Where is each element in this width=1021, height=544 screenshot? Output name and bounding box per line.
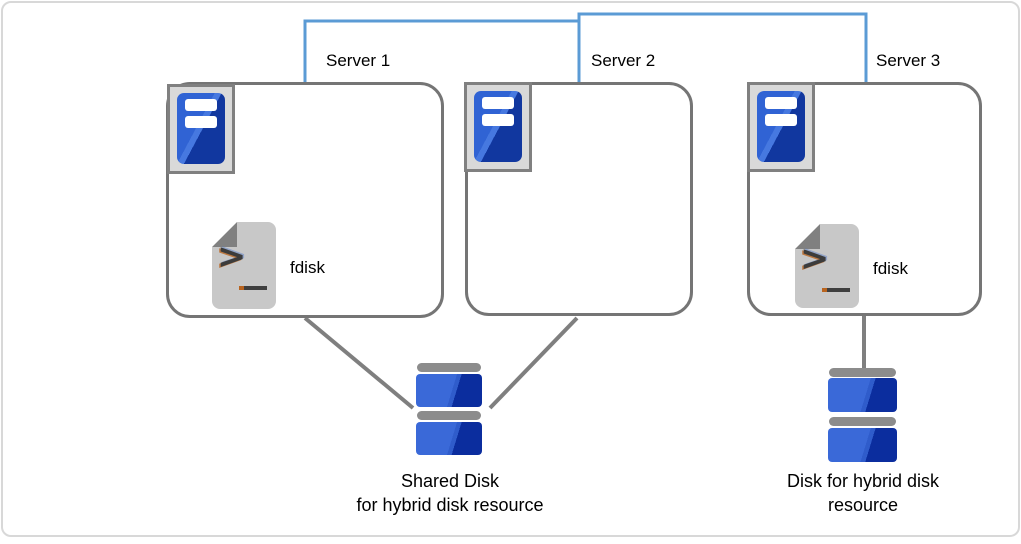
server-slot-bar [482,114,514,126]
disk-cap [829,417,896,426]
server-slot-bar [185,99,217,111]
disk-body [416,374,482,407]
server1-label: Server 1 [326,51,391,70]
hybrid-disk-stack-icon [828,368,897,462]
server-tower-icon [177,93,225,164]
server2-server-icon [464,82,532,172]
server-tower-icon [757,91,805,162]
server2-box [465,82,693,316]
network-link-server1-server2 [303,19,579,82]
shared-disk-caption: Shared Disk for hybrid disk resource [330,469,570,517]
shared-disk-stack-icon [416,363,482,455]
server3-script-label: fdisk [873,259,908,278]
server2-label: Server 2 [591,51,656,70]
prompt-glyph: > [800,239,830,279]
shared-disk-caption-line2: for hybrid disk resource [356,495,544,515]
single-disk-caption-line2: resource [827,495,899,515]
shared-disk-caption-line1: Shared Disk [400,471,500,491]
prompt-glyph: > [217,237,247,277]
disk-body [416,422,482,455]
cursor-underscore [822,288,850,292]
server-slot-bar [185,116,217,128]
single-disk-caption-line1: Disk for hybrid disk [786,471,940,491]
server1-script-label: fdisk [290,258,325,277]
connector-server1-shared-disk [303,316,415,410]
server1-server-icon [167,84,235,174]
server-slot-bar [765,114,797,126]
server3-server-icon [747,82,815,172]
server3-label: Server 3 [876,51,941,70]
disk-cap [417,363,481,372]
server-tower-icon [474,91,522,162]
server-slot-bar [765,97,797,109]
disk-cap [417,411,481,420]
cursor-underscore [239,286,267,290]
disk-body [828,378,897,412]
server-slot-bar [482,97,514,109]
disk-body [828,428,897,462]
disk-cap [829,368,896,377]
network-link-server2-server3 [577,12,868,82]
single-disk-caption: Disk for hybrid disk resource [753,469,973,517]
connector-server2-shared-disk [488,316,579,410]
